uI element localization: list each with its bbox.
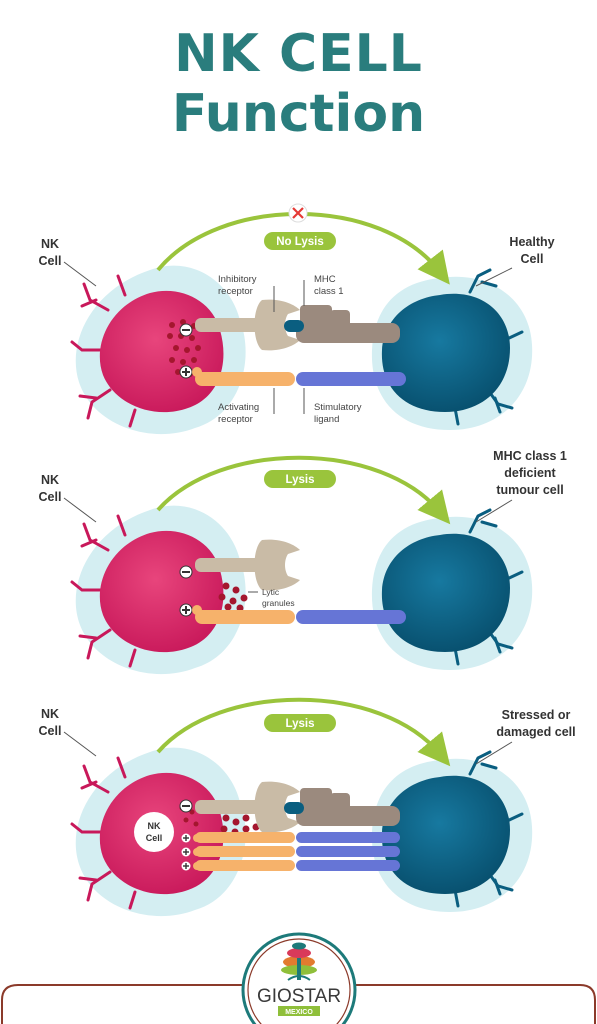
target-cell	[381, 533, 510, 652]
footer: GIOSTAR MEXICO	[0, 932, 596, 1024]
inhibitory-receptor	[195, 299, 300, 351]
nk-cell-label-line-2: Cell	[39, 490, 62, 504]
stimulatory-ligand	[296, 610, 406, 624]
panel-no-lysis: No Lysis NK Cell Healthy Cell Inhibitory…	[39, 203, 555, 435]
nucleus-label-line-2: Cell	[146, 833, 163, 843]
panel-lysis-mhc-deficient: Lysis NK Cell MHC class 1 deficient tumo…	[39, 449, 567, 675]
mhc-class-1	[296, 305, 400, 343]
activating-receptor	[195, 372, 295, 386]
logo-name: GIOSTAR	[257, 986, 341, 1007]
target-label-line-2: Cell	[521, 252, 544, 266]
granules-label-line-1: Lytic	[262, 587, 280, 597]
plus-signs	[181, 833, 191, 871]
nk-cell-label-line-1: NK	[41, 473, 59, 487]
nk-nucleus	[134, 812, 174, 852]
logo-tree-icon	[281, 942, 317, 981]
mhc-label-line-1: MHC	[314, 274, 336, 285]
activating-receptor	[195, 610, 295, 624]
inhibitory-label-line-2: receptor	[218, 286, 253, 297]
nk-cell-spikes	[70, 756, 137, 910]
target-label-line-1: Healthy	[509, 235, 554, 249]
nk-cell	[99, 290, 224, 413]
stimulatory-label-line-1: Stimulatory	[314, 402, 362, 413]
stimulatory-ligands	[296, 832, 400, 871]
granules-label-line-2: granules	[262, 598, 295, 608]
nk-cell-spikes	[70, 514, 137, 668]
target-label-line-2: deficient	[504, 466, 556, 480]
target-label-line-3: tumour cell	[496, 483, 563, 497]
activating-receptors	[195, 832, 295, 871]
outcome-pill	[264, 232, 336, 250]
inhibitory-receptor	[195, 539, 300, 591]
nk-cell-spikes	[70, 274, 137, 428]
target-cell	[381, 775, 510, 894]
outcome-pill	[264, 470, 336, 488]
outcome-arrow	[156, 697, 451, 767]
nk-cell	[99, 530, 224, 653]
nk-cell-label-line-1: NK	[41, 237, 59, 251]
outcome-label: Lysis	[286, 474, 315, 486]
stimulatory-label-line-2: ligand	[314, 414, 339, 425]
target-label-line-1: Stressed or	[502, 708, 571, 722]
peptide	[284, 802, 304, 814]
footer-frame	[0, 984, 246, 1024]
lytic-granules	[218, 582, 248, 612]
stimulatory-ligand	[296, 372, 406, 386]
target-label-line-1: MHC class 1	[493, 449, 567, 463]
nk-cell-label-line-1: NK	[41, 707, 59, 721]
title-line-2: Function	[171, 84, 426, 144]
target-cell	[381, 293, 510, 412]
title-line-1: NK CELL	[174, 24, 423, 84]
outcome-arrow	[156, 455, 451, 525]
nk-cell-label-line-2: Cell	[39, 254, 62, 268]
inhibitory-receptor	[195, 781, 300, 833]
inhibitory-label-line-1: Inhibitory	[218, 274, 257, 285]
outcome-label: Lysis	[286, 718, 315, 730]
nk-cell-label-line-2: Cell	[39, 724, 62, 738]
activating-label-line-2: receptor	[218, 414, 253, 425]
outcome-label: No Lysis	[276, 236, 324, 248]
target-label-line-2: damaged cell	[496, 725, 575, 739]
activating-label-line-1: Activating	[218, 402, 259, 413]
outcome-pill	[264, 714, 336, 732]
peptide	[284, 320, 304, 332]
nucleus-label-line-1: NK	[148, 821, 161, 831]
logo-sub: MEXICO	[285, 1009, 313, 1016]
mhc-label-line-2: class 1	[314, 286, 344, 297]
mhc-class-1	[296, 788, 400, 826]
panel-lysis-stressed: NK Cell	[39, 697, 576, 917]
